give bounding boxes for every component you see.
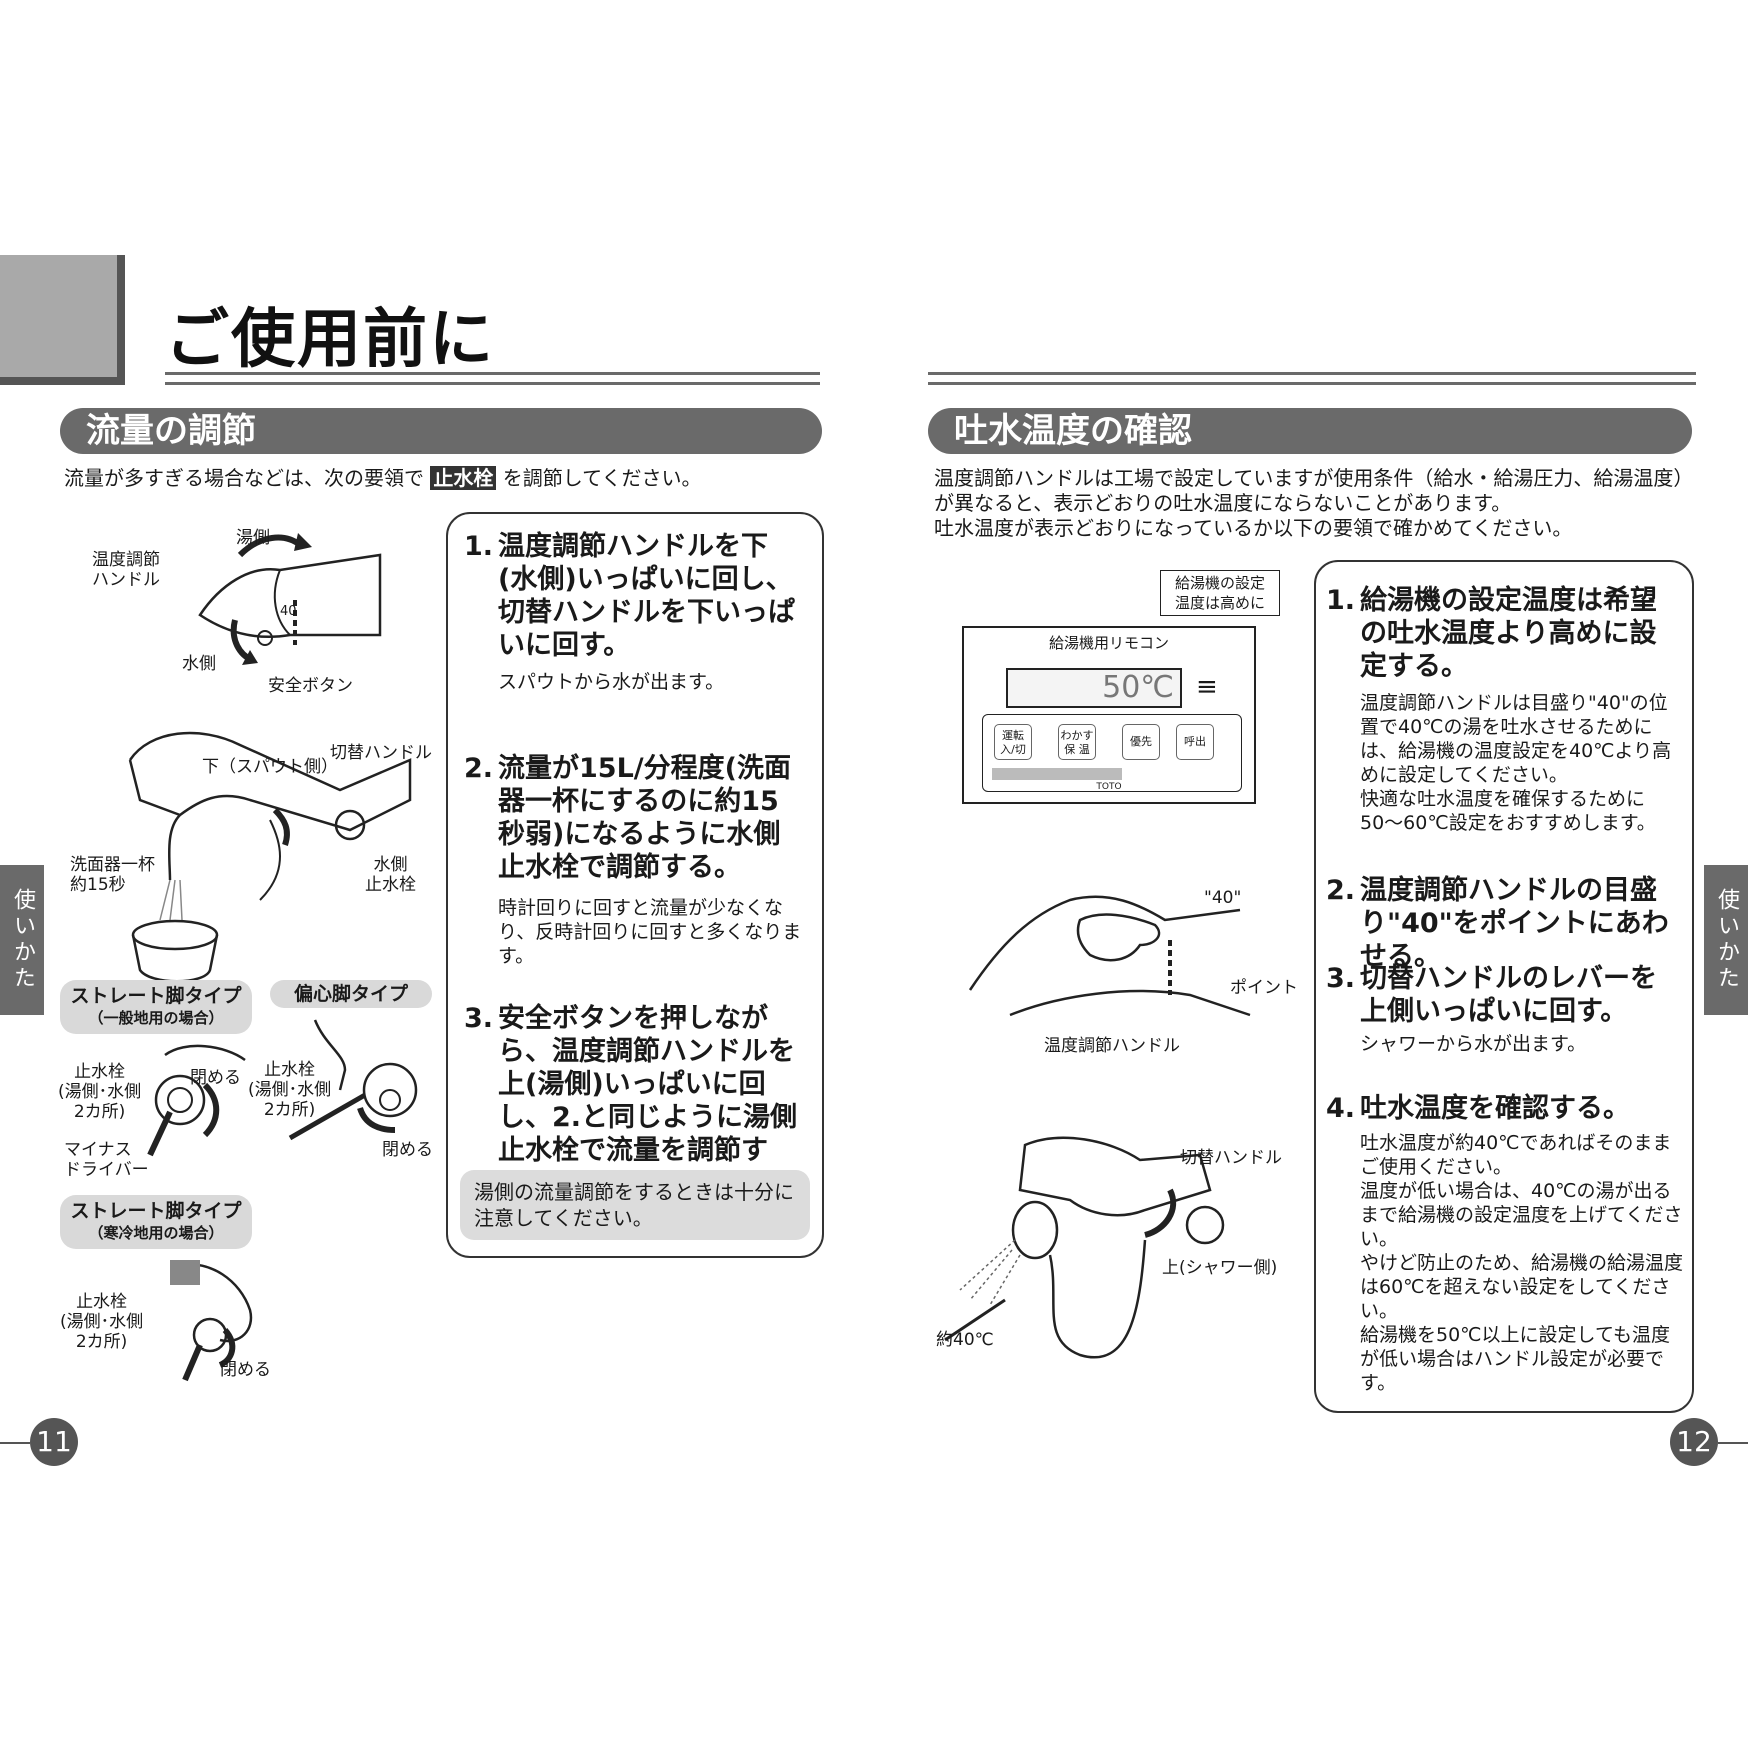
label-close3: 閉める	[220, 1360, 271, 1380]
step-3: 3.切替ハンドルのレバーを上側いっぱいに回す。 シャワーから水が出ます。	[1326, 962, 1686, 1056]
remote-brand: TOTO	[1096, 782, 1122, 792]
remote-label: 給湯機用リモコン	[1048, 634, 1169, 652]
remote-panel: 給湯機用リモコン 50℃ ≡ 運転 入/切 わかす 保 温 優先 呼出 TOTO	[962, 626, 1256, 804]
side-tab-right: 使いかた	[1704, 865, 1748, 1015]
step-heading-text: 給湯機の設定温度は希望の吐水温度より高めに設定する。	[1360, 585, 1657, 682]
label-shita: 下（スパウト側）	[202, 757, 338, 777]
remote-priority-button[interactable]: 優先	[1122, 724, 1160, 760]
step-number: 3.	[464, 1003, 494, 1034]
step-heading: 4.吐水温度を確認する。	[1326, 1092, 1686, 1125]
label-approx40: 約40℃	[936, 1330, 994, 1350]
step-1: 1.給湯機の設定温度は希望の吐水温度より高めに設定する。 温度調節ハンドルは目盛…	[1326, 584, 1686, 835]
label-stop1: 止水栓 (湯側･水側 2カ所)	[58, 1062, 142, 1122]
tag-subtext: （一般地用の場合）	[88, 1009, 224, 1027]
step-number: 1.	[464, 531, 494, 562]
tag-straight-cold: ストレート脚タイプ （寒冷地用の場合）	[60, 1195, 252, 1249]
section-title-temp: 吐水温度の確認	[928, 408, 1692, 454]
step-heading: 1.給湯機の設定温度は希望の吐水温度より高めに設定する。	[1326, 584, 1686, 683]
step-body: 時計回りに回すと流量が少なくなり、反時計回りに回すと多くなります。	[498, 897, 802, 967]
page-rule	[0, 1442, 30, 1444]
label-stop2: 止水栓 (湯側･水側 2カ所)	[248, 1060, 332, 1120]
page-number-left: 11	[30, 1418, 78, 1466]
label-up: 上(シャワー側)	[1162, 1258, 1278, 1278]
step-number: 1.	[1326, 585, 1356, 616]
step-2: 2.温度調節ハンドルの目盛り"40"をポイントにあわせる。	[1326, 874, 1696, 973]
step-4: 4.吐水温度を確認する。 吐水温度が約40℃であればそのままご使用ください。 温…	[1326, 1092, 1686, 1395]
step-heading-text: 流量が15L/分程度(洗面器一杯にするのに約15秒弱)になるように水側止水栓で調…	[498, 753, 791, 883]
straight-valve-illustration	[147, 1044, 246, 1157]
offset-valve-illustration	[288, 1019, 418, 1141]
step-heading: 3.切替ハンドルのレバーを上側いっぱいに回す。	[1326, 962, 1686, 1028]
tag-offset: 偏心脚タイプ	[270, 980, 432, 1008]
label-stop3: 止水栓 (湯側･水側 2カ所)	[60, 1292, 144, 1352]
step-heading: 2.流量が15L/分程度(洗面器一杯にするのに約15秒弱)になるように水側止水栓…	[464, 752, 804, 884]
label-driver: マイナス ドライバー	[64, 1140, 149, 1180]
label-yugawa: 湯側	[236, 528, 270, 548]
label-close2: 閉める	[382, 1140, 433, 1160]
remote-warning-strip	[992, 768, 1122, 780]
label-mizugawa: 水側	[182, 654, 216, 674]
dial-40: 40	[280, 604, 297, 619]
remote-callout: 給湯機の設定 温度は高めに	[1160, 570, 1280, 616]
title-rule	[928, 372, 1696, 375]
step-body: 温度調節ハンドルは目盛り"40"の位置で40℃の湯を吐水させるためには、給湯機の…	[1360, 692, 1672, 834]
label-mizu-stop: 水側 止水栓	[365, 855, 416, 895]
page-number-right: 12	[1670, 1418, 1718, 1466]
remote-boil-button[interactable]: わかす 保 温	[1058, 724, 1096, 760]
remote-call-button[interactable]: 呼出	[1176, 724, 1214, 760]
title-rule	[165, 382, 820, 385]
label-senmenki: 洗面器一杯 約15秒	[70, 855, 155, 895]
step-heading: 2.温度調節ハンドルの目盛り"40"をポイントにあわせる。	[1326, 874, 1696, 973]
label-handle: 温度調節 ハンドル	[92, 550, 160, 590]
section-title-flow: 流量の調節	[60, 408, 822, 454]
right-intro: 温度調節ハンドルは工場で設定していますが使用条件（給水・給湯圧力、給湯温度）が異…	[934, 466, 1684, 540]
step-1: 1.温度調節ハンドルを下(水側)いっぱいに回し、切替ハンドルを下いっぱいに回す。…	[464, 530, 804, 694]
step-number: 2.	[464, 753, 494, 784]
page-rule	[1718, 1442, 1748, 1444]
label-point: ポイント	[1230, 978, 1298, 998]
step-number: 3.	[1326, 963, 1356, 994]
intro-highlight: 止水栓	[430, 466, 497, 490]
title-block	[0, 255, 125, 385]
left-intro: 流量が多すぎる場合などは、次の要領で 止水栓 を調節してください。	[64, 466, 824, 491]
tag-text: ストレート脚タイプ	[70, 985, 242, 1007]
tag-straight-general: ストレート脚タイプ （一般地用の場合）	[60, 980, 252, 1034]
step-body: シャワーから水が出ます。	[1360, 1033, 1587, 1055]
tag-subtext: （寒冷地用の場合）	[88, 1224, 224, 1242]
label-kirikae-r: 切替ハンドル	[1180, 1148, 1282, 1168]
step-number: 4.	[1326, 1093, 1356, 1124]
step-heading-text: 吐水温度を確認する。	[1360, 1093, 1630, 1124]
label-kirikae: 切替ハンドル	[330, 743, 432, 763]
side-tab-left: 使いかた	[0, 865, 44, 1015]
faucet-handle-illustration	[198, 533, 382, 665]
intro-text: 流量が多すぎる場合などは、次の要領で	[64, 466, 424, 490]
tag-text: ストレート脚タイプ	[70, 1200, 242, 1222]
step-heading: 1.温度調節ハンドルを下(水側)いっぱいに回し、切替ハンドルを下いっぱいに回す。	[464, 530, 804, 662]
intro-text: を調節してください。	[502, 466, 702, 490]
left-note: 湯側の流量調節をするときは十分に注意してください。	[460, 1170, 810, 1240]
remote-menu-icon: ≡	[1196, 672, 1218, 702]
title-rule	[928, 382, 1696, 385]
right-steps-box: 1.給湯機の設定温度は希望の吐水温度より高めに設定する。 温度調節ハンドルは目盛…	[1314, 560, 1694, 1413]
label-temp-handle: 温度調節ハンドル	[1044, 1036, 1180, 1056]
remote-power-button[interactable]: 運転 入/切	[994, 724, 1032, 760]
left-steps-box: 1.温度調節ハンドルを下(水側)いっぱいに回し、切替ハンドルを下いっぱいに回す。…	[446, 512, 824, 1258]
step-number: 2.	[1326, 875, 1356, 906]
label-safety-button: 安全ボタン	[268, 676, 353, 696]
step-2: 2.流量が15L/分程度(洗面器一杯にするのに約15秒弱)になるように水側止水栓…	[464, 752, 804, 968]
cold-valve-illustration	[170, 1260, 253, 1382]
step-body: スパウトから水が出ます。	[498, 671, 725, 693]
step-heading-text: 温度調節ハンドルの目盛り"40"をポイントにあわせる。	[1360, 875, 1669, 972]
shower-faucet-illustration	[944, 1136, 1225, 1359]
remote-display: 50℃	[1006, 668, 1182, 708]
title-rule	[165, 372, 820, 375]
step-heading-text: 温度調節ハンドルを下(水側)いっぱいに回し、切替ハンドルを下いっぱいに回す。	[498, 531, 795, 661]
step-heading-text: 切替ハンドルのレバーを上側いっぱいに回す。	[1360, 963, 1657, 1027]
hand-on-handle-illustration	[968, 895, 1251, 1017]
step-body: 吐水温度が約40℃であればそのままご使用ください。 温度が低い場合は、40℃の湯…	[1360, 1132, 1684, 1394]
label-q40: "40"	[1204, 888, 1242, 908]
label-close1: 閉める	[190, 1068, 241, 1088]
page-title: ご使用前に	[165, 303, 495, 377]
remote-button-area	[982, 714, 1242, 792]
